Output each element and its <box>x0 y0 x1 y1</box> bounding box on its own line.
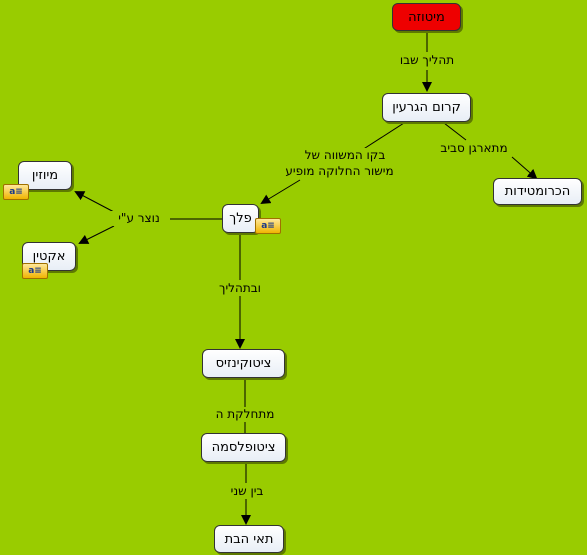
concept-node-cytokinesis[interactable]: ציטוקינזיס <box>202 349 285 378</box>
resource-attachment-icon[interactable]: a≡ <box>3 184 29 200</box>
link-label-process-in: תהליך שבו <box>390 53 464 68</box>
connector-plane-label-to-spindle <box>260 179 301 205</box>
connector-nucleus-to-rearrange-label <box>443 122 467 141</box>
link-label-division-plane: מישור החלוקה מופיע <box>272 164 407 179</box>
concept-node-spindle[interactable]: פלך <box>222 204 259 233</box>
concept-node-daughter-cells[interactable]: תאי הבת <box>214 525 284 553</box>
link-label-between-two: בין שני <box>220 484 274 499</box>
link-label-rearranged-around: מתארגן סביב <box>430 141 518 156</box>
link-label-equator-line: בקו המשווה של <box>290 148 400 163</box>
link-label-and-process: ובתהליך <box>208 281 272 296</box>
connector-nucleus-to-plane-label <box>361 122 405 151</box>
link-label-divides-the: מתחלקת ה <box>208 407 282 422</box>
resource-attachment-icon[interactable]: a≡ <box>255 218 281 234</box>
resource-attachment-icon[interactable]: a≡ <box>22 263 48 279</box>
concept-node-chromatids[interactable]: הכרומטידות <box>493 178 582 205</box>
link-label-formed-by: נוצר ע"י <box>108 211 170 226</box>
connector-formed-label-to-actin <box>78 225 115 244</box>
connector-rearrange-label-to-chromatids <box>511 156 538 180</box>
concept-node-mitosis[interactable]: מיטוזה <box>392 3 461 31</box>
concept-node-cytoplasm[interactable]: ציטופלסמה <box>201 433 286 462</box>
connector-formed-label-to-myosin <box>74 191 115 213</box>
concept-node-nucleus-membrane[interactable]: קרום הגרעין <box>382 93 471 122</box>
